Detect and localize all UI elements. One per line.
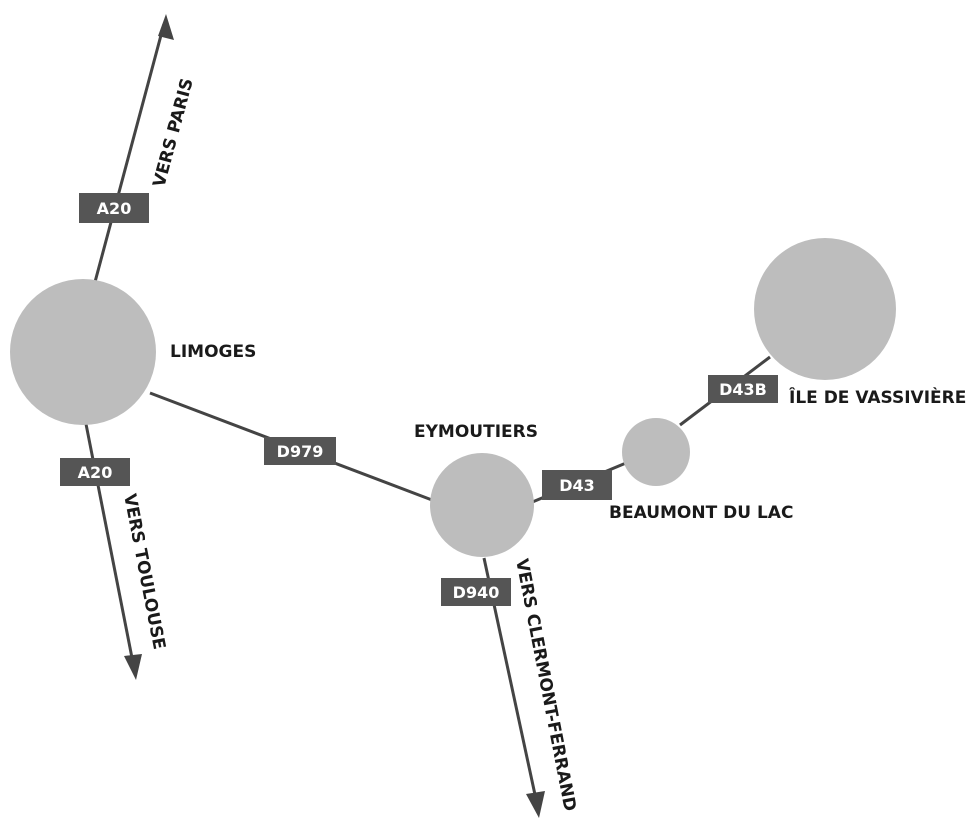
badge-a20-south: A20	[60, 458, 130, 486]
city-labels: LIMOGES EYMOUTIERS BEAUMONT DU LAC ÎLE D…	[170, 342, 966, 523]
badge-a20-south-label: A20	[78, 463, 113, 482]
badge-d43-label: D43	[559, 476, 595, 495]
badge-d979: D979	[264, 437, 336, 465]
city-vassiviere-marker	[754, 238, 896, 380]
city-limoges-marker	[10, 279, 156, 425]
direction-labels: VERS PARIS VERS TOULOUSE VERS CLERMONT-F…	[119, 76, 580, 813]
badge-d940-label: D940	[453, 583, 500, 602]
badge-a20-north: A20	[79, 193, 149, 223]
badge-a20-north-label: A20	[97, 199, 132, 218]
direction-label-paris: VERS PARIS	[150, 76, 198, 189]
city-eymoutiers-marker	[430, 453, 534, 557]
city-label-beaumont: BEAUMONT DU LAC	[609, 503, 793, 523]
city-beaumont-marker	[622, 418, 690, 486]
city-label-vassiviere: ÎLE DE VASSIVIÈRE	[789, 386, 966, 408]
city-label-eymoutiers: EYMOUTIERS	[414, 422, 538, 442]
badge-d979-label: D979	[277, 442, 324, 461]
badge-d43: D43	[542, 470, 612, 500]
badge-d43b-label: D43B	[719, 380, 767, 399]
road-a20-north	[93, 23, 166, 283]
direction-label-clermont: VERS CLERMONT-FERRAND	[511, 557, 580, 813]
cities	[10, 238, 896, 557]
badge-d940: D940	[441, 578, 511, 606]
badge-d43b: D43B	[708, 375, 778, 403]
arrow-toulouse-icon	[124, 654, 142, 680]
roads	[84, 14, 771, 818]
arrow-paris-icon	[158, 14, 174, 40]
city-label-limoges: LIMOGES	[170, 342, 256, 362]
road-badges: A20 A20 D979 D43 D43B D940	[60, 193, 778, 606]
arrow-clermont-icon	[526, 791, 545, 818]
